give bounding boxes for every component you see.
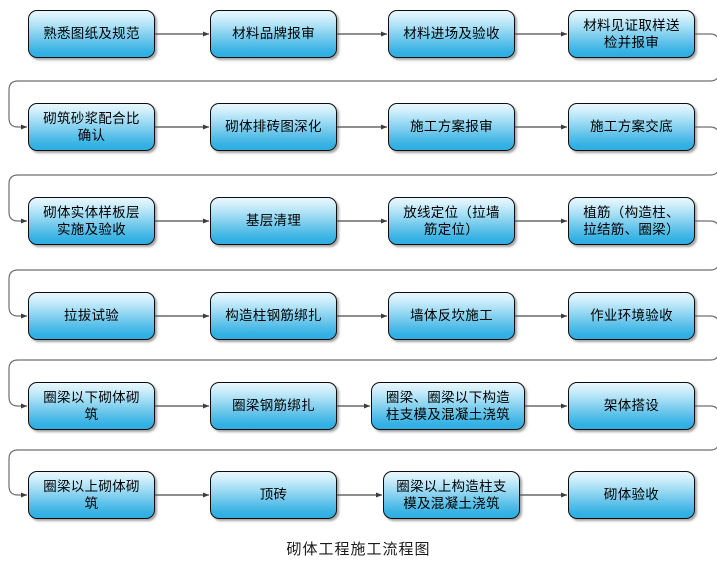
process-node[interactable]: 顶砖 <box>210 471 337 519</box>
process-node[interactable]: 架体搭设 <box>568 382 695 430</box>
process-node-label: 砌体排砖图深化 <box>225 119 322 135</box>
process-node[interactable]: 施工方案报审 <box>388 103 515 151</box>
process-node[interactable]: 施工方案交底 <box>568 103 695 151</box>
process-node-label: 熟悉图纸及规范 <box>43 26 140 42</box>
process-node[interactable]: 砌体验收 <box>568 471 695 519</box>
process-node-label: 植筋（构造柱、 拉结筋、圈梁） <box>583 204 680 237</box>
process-node[interactable]: 砌筑砂浆配合比 确认 <box>28 103 155 151</box>
process-node-label: 砌体实体样板层 实施及验收 <box>43 204 140 237</box>
process-node-label: 基层清理 <box>245 213 302 229</box>
process-node-label: 拉拔试验 <box>63 308 120 324</box>
diagram-caption: 砌体工程施工流程图 <box>286 542 431 558</box>
process-node-label: 墙体反坎施工 <box>410 308 493 324</box>
process-node-label: 施工方案报审 <box>410 119 493 135</box>
process-node[interactable]: 构造柱钢筋绑扎 <box>210 292 337 340</box>
process-node[interactable]: 砌体排砖图深化 <box>210 103 337 151</box>
process-node[interactable]: 植筋（构造柱、 拉结筋、圈梁） <box>568 197 695 245</box>
process-node[interactable]: 放线定位（拉墙 筋定位） <box>388 197 515 245</box>
process-node-label: 作业环境验收 <box>590 308 673 324</box>
process-node-label: 材料品牌报审 <box>232 26 315 42</box>
process-node[interactable]: 圈梁以下砌体砌 筑 <box>28 382 155 430</box>
process-node-label: 材料见证取样送 检并报审 <box>583 17 680 50</box>
process-node[interactable]: 圈梁钢筋绑扎 <box>210 382 337 430</box>
process-node-label: 放线定位（拉墙 筋定位） <box>403 204 500 237</box>
process-node[interactable]: 拉拔试验 <box>28 292 155 340</box>
process-node[interactable]: 材料品牌报审 <box>210 10 337 58</box>
process-node-label: 构造柱钢筋绑扎 <box>225 308 322 324</box>
process-node-label: 施工方案交底 <box>590 119 673 135</box>
process-node[interactable]: 圈梁、圈梁以下构造 柱支模及混凝土浇筑 <box>371 382 525 430</box>
process-node-label: 圈梁以上构造柱支 模及混凝土浇筑 <box>396 478 507 511</box>
process-node-label: 砌体验收 <box>603 487 660 503</box>
process-node[interactable]: 基层清理 <box>210 197 337 245</box>
process-node[interactable]: 作业环境验收 <box>568 292 695 340</box>
process-node-label: 圈梁以上砌体砌 筑 <box>43 478 140 511</box>
process-node[interactable]: 熟悉图纸及规范 <box>28 10 155 58</box>
process-node-label: 砌筑砂浆配合比 确认 <box>43 110 140 143</box>
process-node-label: 架体搭设 <box>603 398 660 414</box>
process-node-label: 材料进场及验收 <box>403 26 500 42</box>
process-node-label: 圈梁、圈梁以下构造 柱支模及混凝土浇筑 <box>385 389 511 422</box>
process-node[interactable]: 圈梁以上构造柱支 模及混凝土浇筑 <box>383 471 520 519</box>
process-node[interactable]: 砌体实体样板层 实施及验收 <box>28 197 155 245</box>
process-node-label: 圈梁以下砌体砌 筑 <box>43 389 140 422</box>
process-node[interactable]: 材料进场及验收 <box>388 10 515 58</box>
process-node[interactable]: 材料见证取样送 检并报审 <box>568 10 695 58</box>
process-node[interactable]: 墙体反坎施工 <box>388 292 515 340</box>
process-node[interactable]: 圈梁以上砌体砌 筑 <box>28 471 155 519</box>
process-node-label: 圈梁钢筋绑扎 <box>232 398 315 414</box>
process-node-label: 顶砖 <box>259 487 288 503</box>
